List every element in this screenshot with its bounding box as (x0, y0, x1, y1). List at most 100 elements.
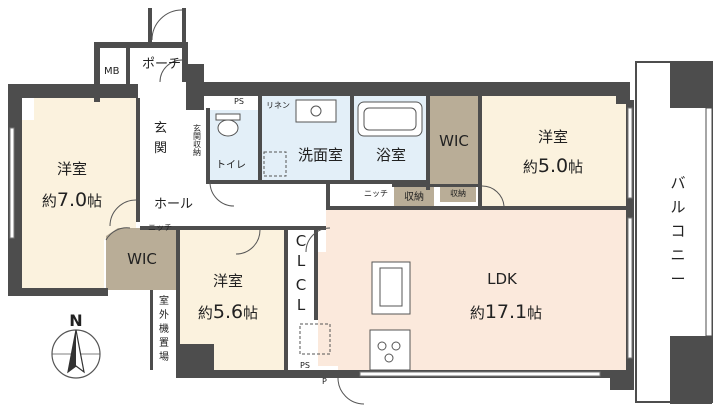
wall-porch-left (94, 42, 100, 102)
niche-left-label: ニッチ (148, 223, 172, 232)
wic-center-fill (428, 96, 480, 186)
storage-2-label: 収納 (450, 188, 466, 198)
balcony-char-4: ニ (670, 246, 685, 264)
wall-cl-right (314, 230, 318, 320)
kitchen-island-inner (379, 267, 403, 307)
labels: ポーチ MB PS リネン 玄 関 玄関収納 トイレ 洗面室 浴室 WIC 洋室… (42, 57, 686, 386)
toilet-bowl (217, 119, 239, 137)
p-bottom-label: P (322, 377, 327, 386)
wall-ldk-left (326, 182, 330, 210)
bedroom-right-size: 約5.0帖 (523, 155, 583, 177)
door-bottom (337, 377, 365, 405)
cl-upper-l: L (297, 252, 306, 270)
door-porch (159, 59, 183, 83)
wic-center-label: WIC (439, 132, 469, 150)
washroom-label: 洗面室 (298, 146, 343, 164)
kitchen-island (371, 261, 411, 315)
niche-center-label: ニッチ (364, 189, 388, 198)
wall-wic-left-right (176, 228, 180, 346)
door-bed-right (481, 185, 505, 207)
bathroom-label: 浴室 (376, 146, 406, 164)
balcony-rail (705, 107, 713, 337)
wall-bed-left-right (136, 98, 140, 222)
genkan-label-1: 玄 (154, 121, 167, 136)
bedroom-middle-fill (178, 230, 286, 370)
door-bed-left (109, 199, 137, 227)
cl-lower-l: L (297, 296, 306, 314)
storage-1-label: 収納 (404, 190, 424, 203)
outdoor-unit-3: 機 (159, 322, 169, 335)
ps-top-label: PS (234, 97, 244, 106)
linen-label: リネン (266, 101, 290, 110)
bedroom-left-fill (18, 98, 148, 290)
storage-2-fill (440, 186, 476, 202)
balcony-char-1: バ (670, 174, 685, 192)
windows (9, 107, 633, 377)
kitchen-counter (369, 329, 411, 371)
wall-toilet-right (258, 96, 262, 182)
bedroom-right-name: 洋室 (538, 128, 568, 146)
washbasin (295, 99, 337, 123)
outdoor-unit-4: 置 (159, 337, 169, 349)
balcony-char-2: ル (670, 198, 685, 216)
bedroom-left-name: 洋室 (57, 160, 87, 178)
door-ldk (305, 227, 331, 253)
storage-1-fill (394, 186, 434, 206)
ldk-name: LDK (487, 270, 518, 288)
toilet-tank (215, 113, 241, 121)
wall-wet-bottom (206, 180, 426, 184)
wall-wash-right (350, 96, 354, 182)
wall-top-right (616, 82, 630, 104)
bathtub-inner (363, 107, 417, 131)
wall-bath-right (426, 96, 430, 190)
compass: N (51, 311, 101, 379)
balcony-post-bottom (670, 336, 712, 404)
balcony (635, 61, 713, 404)
ldk-size: 約17.1帖 (470, 301, 542, 323)
washer-space (263, 151, 287, 177)
hall-label: ホール (154, 197, 193, 212)
wall-door-top (148, 8, 152, 42)
wall-bed-mid-right (284, 228, 288, 370)
outdoor-unit-2: 外 (159, 309, 169, 321)
window-bottom (359, 371, 601, 377)
stove-burner-2 (391, 341, 401, 351)
fixtures (105, 9, 505, 405)
wall-toilet-left (206, 108, 210, 182)
bedroom-middle-size: 約5.6帖 (198, 301, 258, 323)
bathtub (357, 101, 423, 137)
outdoor-unit-1: 室 (159, 294, 169, 307)
washbasin-bowl (310, 105, 322, 117)
wall-storage-top (392, 184, 480, 187)
cl-lower-fill (288, 274, 314, 318)
wic-left-fill (106, 228, 178, 290)
hall-lower-fill (136, 182, 326, 228)
ps-bottom-label: PS (300, 361, 310, 370)
outdoor-unit-fill (152, 290, 176, 370)
balcony-char-3: コ (670, 222, 685, 240)
wall-mb-right (126, 48, 130, 92)
cl-upper-c: C (296, 232, 306, 250)
fridge-space (299, 323, 331, 355)
wall-wic-right (478, 96, 482, 208)
door-toilet (209, 181, 235, 207)
wall-left-top (8, 84, 138, 98)
compass-needle-fill (68, 330, 76, 372)
outdoor-unit-5: 場 (159, 350, 169, 363)
wall-ldk-top (326, 206, 626, 210)
wic-left-label: WIC (127, 250, 157, 268)
bedroom-middle-name: 洋室 (213, 272, 243, 290)
window-right-2 (627, 217, 633, 359)
door-wic-left (105, 227, 131, 241)
wall-left-bottom (8, 288, 108, 296)
wall-outdoor-left (150, 290, 153, 370)
mb-label: MB (104, 66, 120, 77)
bedroom-left-size: 約7.0帖 (42, 189, 102, 211)
door-entrance (151, 9, 183, 41)
door-bed-mid (235, 229, 261, 255)
wall-porch-top (94, 42, 186, 48)
bedroom-right-fill (480, 96, 626, 206)
cl-lower-c: C (296, 276, 306, 294)
stove-burner-1 (377, 341, 387, 351)
